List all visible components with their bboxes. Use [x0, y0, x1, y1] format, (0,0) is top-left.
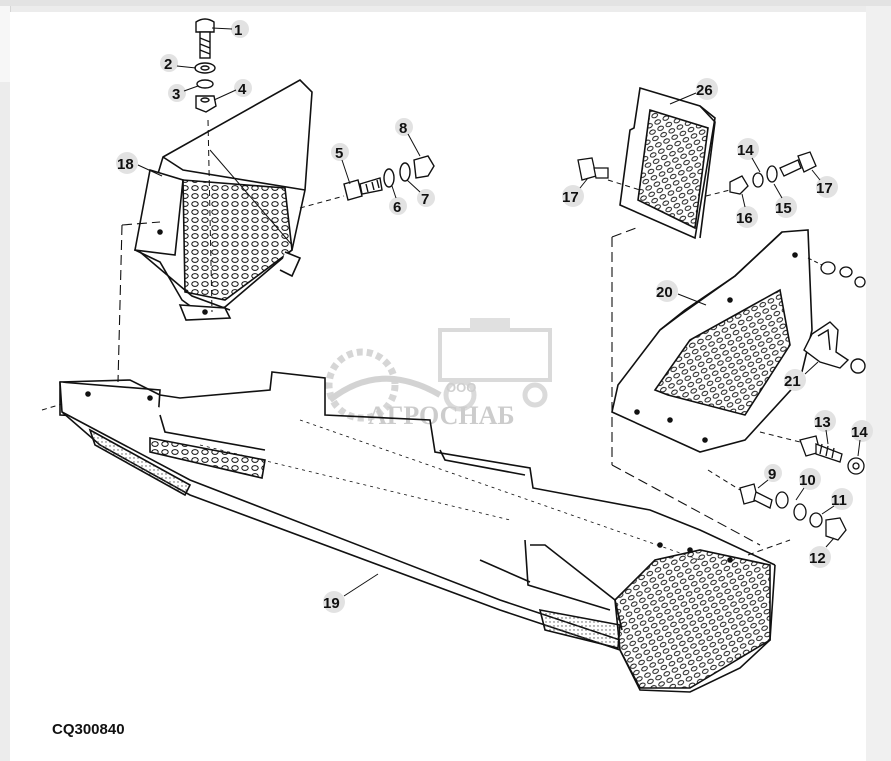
watermark-name: АГРОСНАБ	[368, 401, 515, 430]
callout-26-text: 26	[696, 82, 713, 99]
callout-16: 16	[736, 193, 758, 228]
watermark-prefix: ООО	[446, 380, 476, 395]
callout-18: 18	[116, 152, 163, 177]
callout-5: 5	[331, 143, 351, 185]
figure-code: CQ300840	[52, 721, 125, 738]
hardware-bolt-9-14	[707, 257, 866, 541]
part-21-bracket	[803, 321, 866, 374]
callout-12-text: 12	[809, 550, 826, 567]
callout-13-text: 13	[814, 414, 831, 431]
callout-4: 4	[213, 79, 252, 101]
callout-15-text: 15	[775, 200, 792, 217]
callout-4-text: 4	[238, 81, 247, 98]
callout-6: 6	[389, 185, 407, 216]
callout-labels: 1 2 3 4 5	[116, 20, 873, 613]
hardware-bolt-14-17	[577, 151, 817, 197]
callout-15: 15	[773, 183, 797, 218]
callout-10: 10	[795, 468, 821, 501]
callout-14-bottom: 14	[851, 420, 873, 457]
callout-3-text: 3	[172, 86, 180, 103]
callout-12: 12	[809, 537, 835, 568]
callout-20-text: 20	[656, 284, 673, 301]
callout-18-text: 18	[117, 156, 134, 173]
callout-26: 26	[669, 78, 718, 105]
callout-19-text: 19	[323, 595, 340, 612]
top-strip	[0, 0, 891, 6]
part-18-screen-panel	[134, 79, 313, 321]
callout-8-text: 8	[399, 120, 407, 137]
callout-7: 7	[406, 179, 435, 208]
callout-5-text: 5	[335, 145, 343, 162]
callout-1-text: 1	[234, 22, 242, 39]
part-26-top-plate	[619, 86, 716, 240]
callout-9-text: 9	[768, 466, 776, 483]
callout-14-top-text: 14	[737, 142, 754, 159]
callout-17-right-text: 17	[816, 180, 833, 197]
callout-16-text: 16	[736, 210, 753, 227]
callout-17-left-text: 17	[562, 189, 579, 206]
callout-8: 8	[395, 118, 421, 157]
callout-6-text: 6	[393, 199, 401, 216]
right-gutter	[866, 6, 891, 761]
callout-11-text: 11	[831, 492, 847, 509]
callout-10-text: 10	[799, 472, 816, 489]
callout-21: 21	[784, 361, 819, 391]
callout-17-left: 17	[562, 177, 589, 207]
callout-14-top: 14	[737, 138, 761, 173]
callout-2: 2	[160, 54, 197, 73]
callout-2-text: 2	[164, 56, 172, 73]
hardware-bolt-5-8	[299, 155, 435, 209]
callout-17-right: 17	[811, 169, 838, 198]
callout-9: 9	[757, 464, 782, 489]
callout-14-bottom-text: 14	[851, 424, 868, 441]
callout-19: 19	[323, 573, 379, 613]
callout-13: 13	[814, 410, 836, 445]
callout-7-text: 7	[421, 191, 429, 208]
watermark-logo: ООО АГРОСНАБ	[325, 318, 552, 430]
callout-20: 20	[656, 280, 707, 306]
hardware-bolt-1-4	[194, 18, 217, 113]
callout-21-text: 21	[784, 373, 801, 390]
callout-1: 1	[211, 20, 249, 39]
callout-11: 11	[821, 488, 853, 515]
part-20-side-panel	[611, 227, 813, 546]
callout-3: 3	[168, 84, 199, 103]
part-19-lower-pan	[41, 221, 791, 693]
